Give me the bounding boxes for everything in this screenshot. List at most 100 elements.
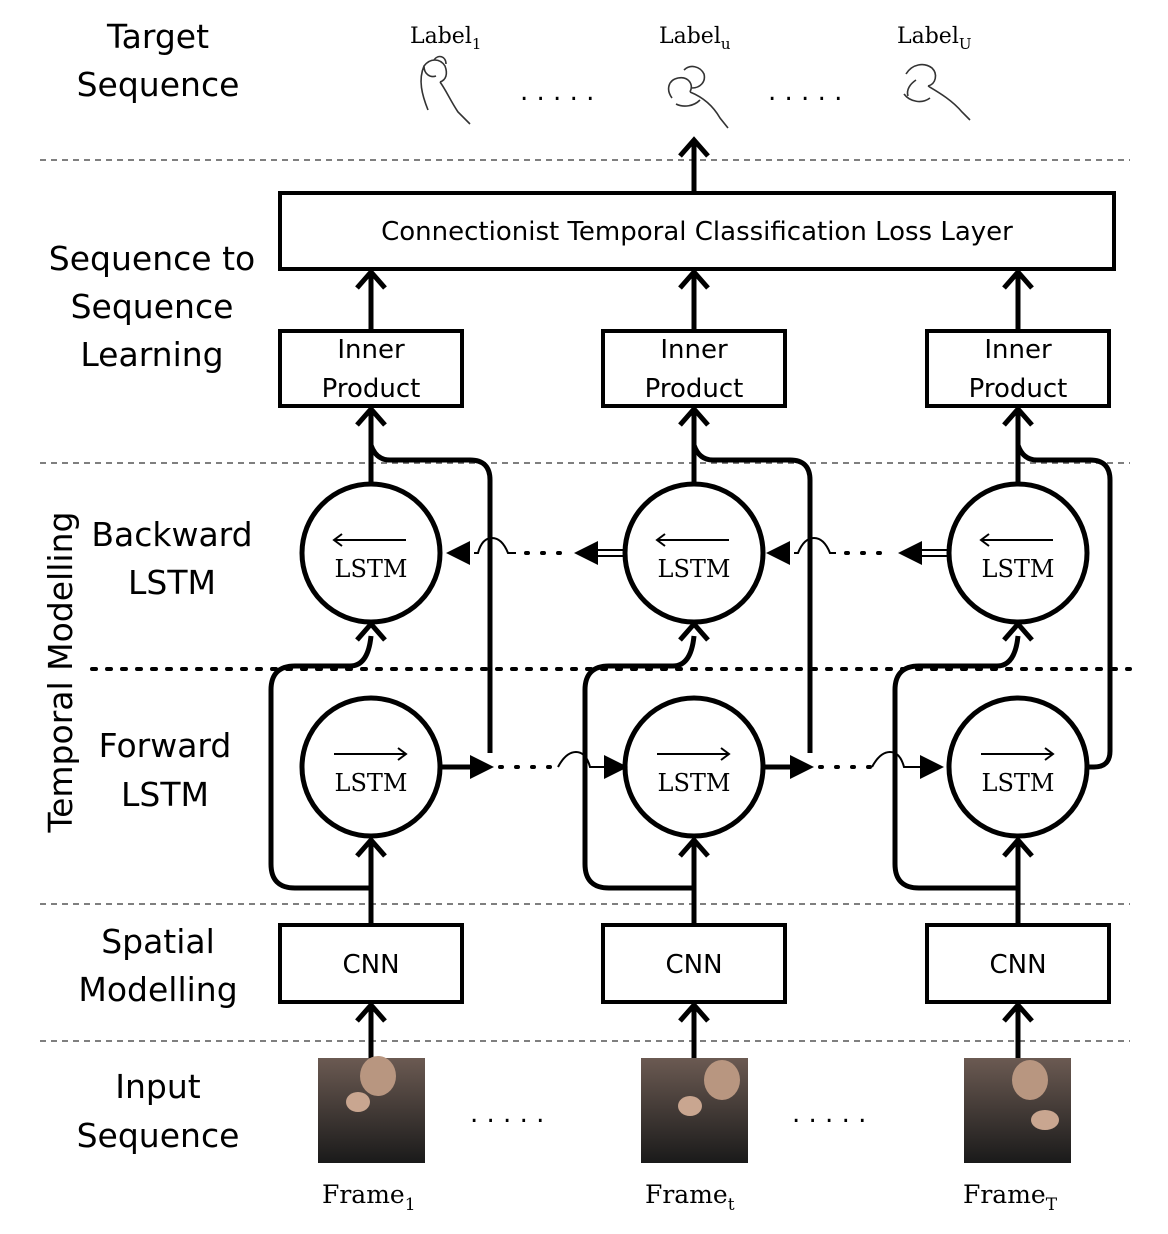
lstm-label: LSTM xyxy=(658,769,731,797)
signer-hand xyxy=(1031,1110,1059,1130)
arrow-head xyxy=(655,533,666,547)
arrow-head xyxy=(790,755,814,779)
backward-lstm-node xyxy=(946,481,1090,625)
arrow-head xyxy=(678,836,710,858)
label-subscript: U xyxy=(959,35,972,53)
cnn-label: CNN xyxy=(665,950,722,980)
ctc-loss-layer-box xyxy=(278,191,1116,271)
forward-to-product-path xyxy=(1015,444,1113,770)
svg-text:Label1: Label1 xyxy=(410,24,481,53)
column-frame-t: Inner Product LSTM LSTM CNN Framet xyxy=(582,268,813,1215)
label-text: Label xyxy=(410,24,472,49)
forward-to-product-path xyxy=(691,444,813,770)
column-frame-T: Inner Product LSTM LSTM CNN FrameT xyxy=(892,268,1113,1215)
arrow-head xyxy=(979,533,990,547)
svg-text:Framet: Framet xyxy=(645,1180,735,1215)
row-label-line: Sequence xyxy=(71,287,234,326)
frame-label: Frame xyxy=(645,1180,728,1209)
arrow-head xyxy=(397,747,408,761)
arrow-head xyxy=(355,268,387,290)
inner-product-label: Inner xyxy=(660,335,728,365)
arrow-head xyxy=(678,405,710,427)
row-label-line: Modelling xyxy=(78,970,237,1009)
arrow-head xyxy=(920,755,944,779)
signer-hand xyxy=(678,1096,702,1116)
row-label-line: LSTM xyxy=(128,563,216,602)
cnn-label: CNN xyxy=(989,950,1046,980)
hand-sign-icon xyxy=(667,65,729,129)
arrow-head xyxy=(720,747,731,761)
hand-sign-icon xyxy=(903,63,971,121)
arrow-head xyxy=(766,541,790,565)
row-label-line: Target xyxy=(106,17,209,56)
label-text: Label xyxy=(897,24,959,49)
row-label-line: Sequence xyxy=(77,1116,240,1155)
forward-lstm-node xyxy=(946,695,1090,839)
row-label-line: Learning xyxy=(80,335,223,374)
frame-subscript: 1 xyxy=(405,1195,416,1215)
backward-lstm-node xyxy=(622,481,766,625)
cnn-box xyxy=(601,923,787,1004)
arrow-head xyxy=(355,405,387,427)
inner-product-label: Inner xyxy=(984,335,1052,365)
line-hop xyxy=(794,536,836,554)
cnn-to-backward-path xyxy=(892,635,1021,891)
signer-face xyxy=(360,1056,396,1096)
cnn-label: CNN xyxy=(342,950,399,980)
arrow-head xyxy=(678,136,710,158)
lstm-label: LSTM xyxy=(335,555,408,583)
frame-label: Frame xyxy=(963,1180,1046,1209)
arrow-head xyxy=(1044,747,1055,761)
cnn-box xyxy=(925,923,1111,1004)
cnn-to-backward-path xyxy=(582,635,697,891)
svg-text:FrameT: FrameT xyxy=(963,1180,1058,1215)
arrow-head xyxy=(355,620,387,642)
arrow-head xyxy=(470,755,494,779)
target-label-U: LabelU xyxy=(897,24,972,53)
row-label-line: Forward xyxy=(99,726,232,765)
inner-product-label: Product xyxy=(969,374,1068,404)
signer-hand xyxy=(346,1092,370,1112)
frame-subscript: T xyxy=(1046,1195,1058,1215)
row-label-input-sequence: Input Sequence xyxy=(77,1067,240,1155)
target-label-u: Labelu xyxy=(659,24,731,53)
svg-text:Frame1: Frame1 xyxy=(322,1180,416,1215)
arrow-head xyxy=(678,1001,710,1023)
row-label-forward-lstm: Forward LSTM xyxy=(99,726,232,814)
sequence-ellipsis: . . . . . xyxy=(470,1099,544,1129)
row-label-line: Sequence to xyxy=(49,239,255,278)
svg-text:LabelU: LabelU xyxy=(897,24,972,53)
inner-product-label: Product xyxy=(645,374,744,404)
frame-subscript: t xyxy=(728,1195,735,1215)
line-hop xyxy=(871,750,920,768)
arrow-head xyxy=(355,836,387,858)
forward-recurrence xyxy=(470,750,944,779)
backward-lstm-node xyxy=(299,481,443,625)
row-label-spatial-modelling: Spatial Modelling xyxy=(78,922,237,1009)
signer-face xyxy=(1012,1060,1048,1100)
arrow-head xyxy=(1002,268,1034,290)
row-label-line: Spatial xyxy=(101,922,215,961)
sequence-ellipsis: . . . . . xyxy=(768,77,842,107)
arrow-head xyxy=(898,541,922,565)
row-label-backward-lstm: Backward LSTM xyxy=(91,515,252,602)
row-label-temporal-modelling: Temporal Modelling xyxy=(41,512,80,834)
frame-label: Frame xyxy=(322,1180,405,1209)
svg-text:Labelu: Labelu xyxy=(659,24,731,53)
column-frame-1: Inner Product LSTM LSTM CNN Frame1 xyxy=(268,268,493,1215)
target-label-1: Label1 xyxy=(410,24,481,53)
inner-product-label: Product xyxy=(322,374,421,404)
lstm-label: LSTM xyxy=(658,555,731,583)
arrow-head xyxy=(604,755,628,779)
arrow-head xyxy=(678,620,710,642)
row-label-seq2seq: Sequence to Sequence Learning xyxy=(49,239,255,374)
sequence-ellipsis: . . . . . xyxy=(792,1099,866,1129)
inner-product-label: Inner xyxy=(337,335,405,365)
backward-recurrence xyxy=(446,536,948,565)
sequence-ellipsis: . . . . . xyxy=(520,77,594,107)
line-hop xyxy=(474,536,516,554)
label-subscript: 1 xyxy=(472,35,482,53)
hand-sign-icon xyxy=(420,55,471,125)
arrow-head xyxy=(355,1001,387,1023)
arrow-head xyxy=(574,541,598,565)
